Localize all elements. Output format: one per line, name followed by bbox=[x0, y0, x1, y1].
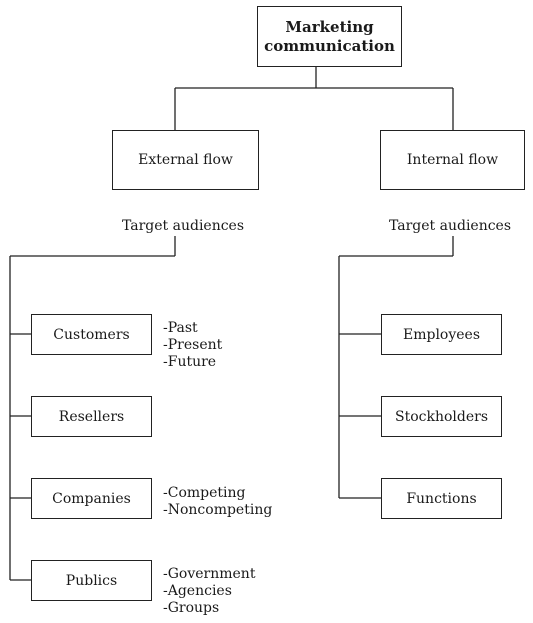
companies-label: Companies bbox=[52, 490, 131, 507]
root-title-line2: communication bbox=[264, 36, 395, 55]
customers-label: Customers bbox=[53, 326, 130, 343]
companies-subitems: -Competing -Noncompeting bbox=[163, 485, 272, 519]
customers-subitems: -Past -Present -Future bbox=[163, 320, 222, 371]
publics-node: Publics bbox=[31, 560, 152, 601]
publics-subitem: -Agencies bbox=[163, 583, 232, 599]
external-flow-node: External flow bbox=[112, 130, 259, 190]
companies-subitem: -Noncompeting bbox=[163, 502, 273, 518]
functions-node: Functions bbox=[381, 478, 502, 519]
internal-target-audiences-label: Target audiences bbox=[389, 218, 512, 234]
companies-subitem: -Competing bbox=[163, 485, 246, 501]
customers-subitem: -Future bbox=[163, 354, 217, 370]
external-target-audiences-label: Target audiences bbox=[122, 218, 245, 234]
stockholders-node: Stockholders bbox=[381, 396, 502, 437]
employees-node: Employees bbox=[381, 314, 502, 355]
stockholders-label: Stockholders bbox=[394, 408, 489, 425]
root-title-line1: Marketing bbox=[285, 17, 374, 36]
customers-subitem: -Present bbox=[163, 337, 223, 353]
resellers-node: Resellers bbox=[31, 396, 152, 437]
publics-subitems: -Government -Agencies -Groups bbox=[163, 566, 255, 617]
root-node: Marketing communication bbox=[257, 6, 402, 67]
publics-label: Publics bbox=[65, 572, 118, 589]
external-flow-label: External flow bbox=[138, 152, 233, 168]
employees-label: Employees bbox=[402, 326, 481, 343]
customers-subitem: -Past bbox=[163, 320, 198, 336]
resellers-label: Resellers bbox=[58, 408, 125, 425]
functions-label: Functions bbox=[406, 490, 477, 507]
customers-node: Customers bbox=[31, 314, 152, 355]
internal-flow-label: Internal flow bbox=[406, 152, 499, 168]
companies-node: Companies bbox=[31, 478, 152, 519]
publics-subitem: -Groups bbox=[163, 600, 220, 616]
publics-subitem: -Government bbox=[163, 566, 256, 582]
internal-flow-node: Internal flow bbox=[380, 130, 525, 190]
